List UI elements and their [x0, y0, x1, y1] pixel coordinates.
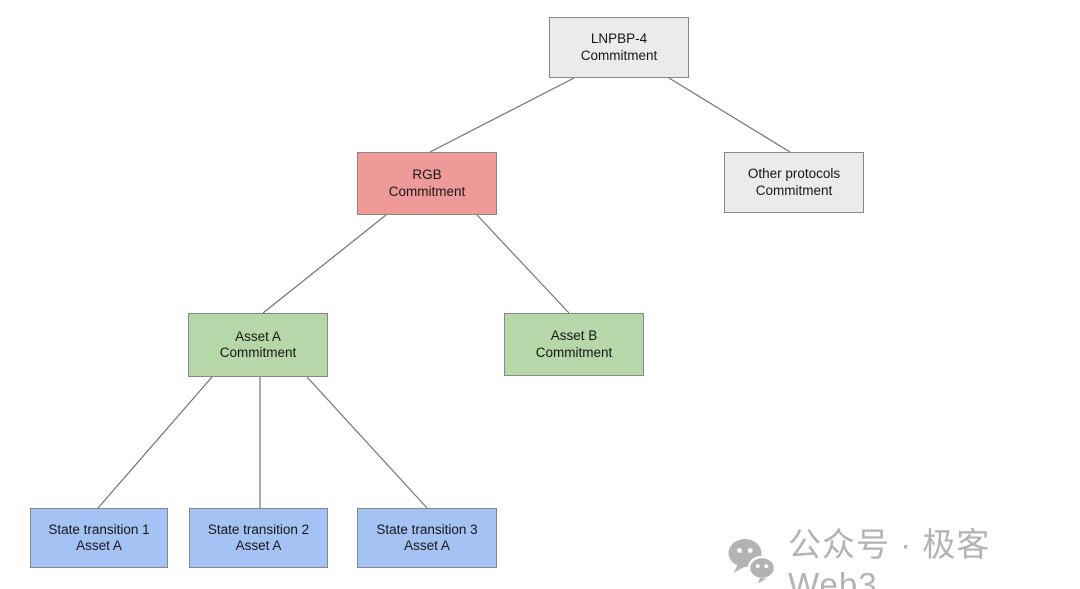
node-label-line2: Commitment: [755, 182, 833, 198]
watermark-text: 公众号 · 极客 Web3: [788, 526, 991, 589]
node-label-line1: LNPBP-4: [590, 31, 648, 46]
node-label-line2: Asset A: [76, 538, 122, 553]
connector-line-lnpbp4-to-rgb: [429, 77, 575, 153]
node-label-line1: Asset B: [550, 328, 598, 343]
node-state-transition-1: State transition 1 Asset A: [30, 508, 168, 568]
node-label-line1: Asset A: [235, 328, 281, 344]
watermark: 公众号 · 极客 Web3: [727, 518, 1080, 589]
node-rgb-commitment: RGB Commitment: [357, 152, 497, 215]
node-label-line2: Commitment: [388, 183, 466, 199]
node-asset-b-commitment: Asset B Commitment: [504, 313, 644, 376]
connector-line-rgb-to-asset-b: [476, 214, 570, 314]
node-label-line1: RGB: [412, 167, 442, 182]
node-label-line1: State transition 2: [207, 521, 310, 537]
connector-line-asset-a-to-st3: [306, 376, 428, 509]
node-state-transition-2: State transition 2 Asset A: [189, 508, 328, 568]
node-label-line2: Asset A: [404, 538, 450, 553]
node-asset-a-commitment: Asset A Commitment: [188, 313, 328, 377]
node-label-line1: State transition 1: [48, 521, 150, 537]
node-state-transition-3: State transition 3 Asset A: [357, 508, 497, 568]
connector-line-rgb-to-asset-a: [262, 214, 387, 314]
node-label-line2: Commitment: [219, 345, 297, 360]
node-lnpbp4-commitment: LNPBP-4 Commitment: [549, 17, 689, 78]
node-other-protocols-commitment: Other protocols Commitment: [724, 152, 864, 213]
node-label-line1: State transition 3: [376, 521, 478, 537]
wechat-icon: [728, 539, 777, 584]
node-label-line2: Asset A: [235, 538, 282, 553]
connector-line-lnpbp4-to-other: [668, 77, 791, 153]
node-label-line1: Other protocols: [747, 166, 841, 181]
node-label-line2: Commitment: [535, 344, 613, 360]
node-label-line2: Commitment: [580, 47, 658, 63]
connector-line-asset-a-to-st1: [97, 376, 213, 509]
